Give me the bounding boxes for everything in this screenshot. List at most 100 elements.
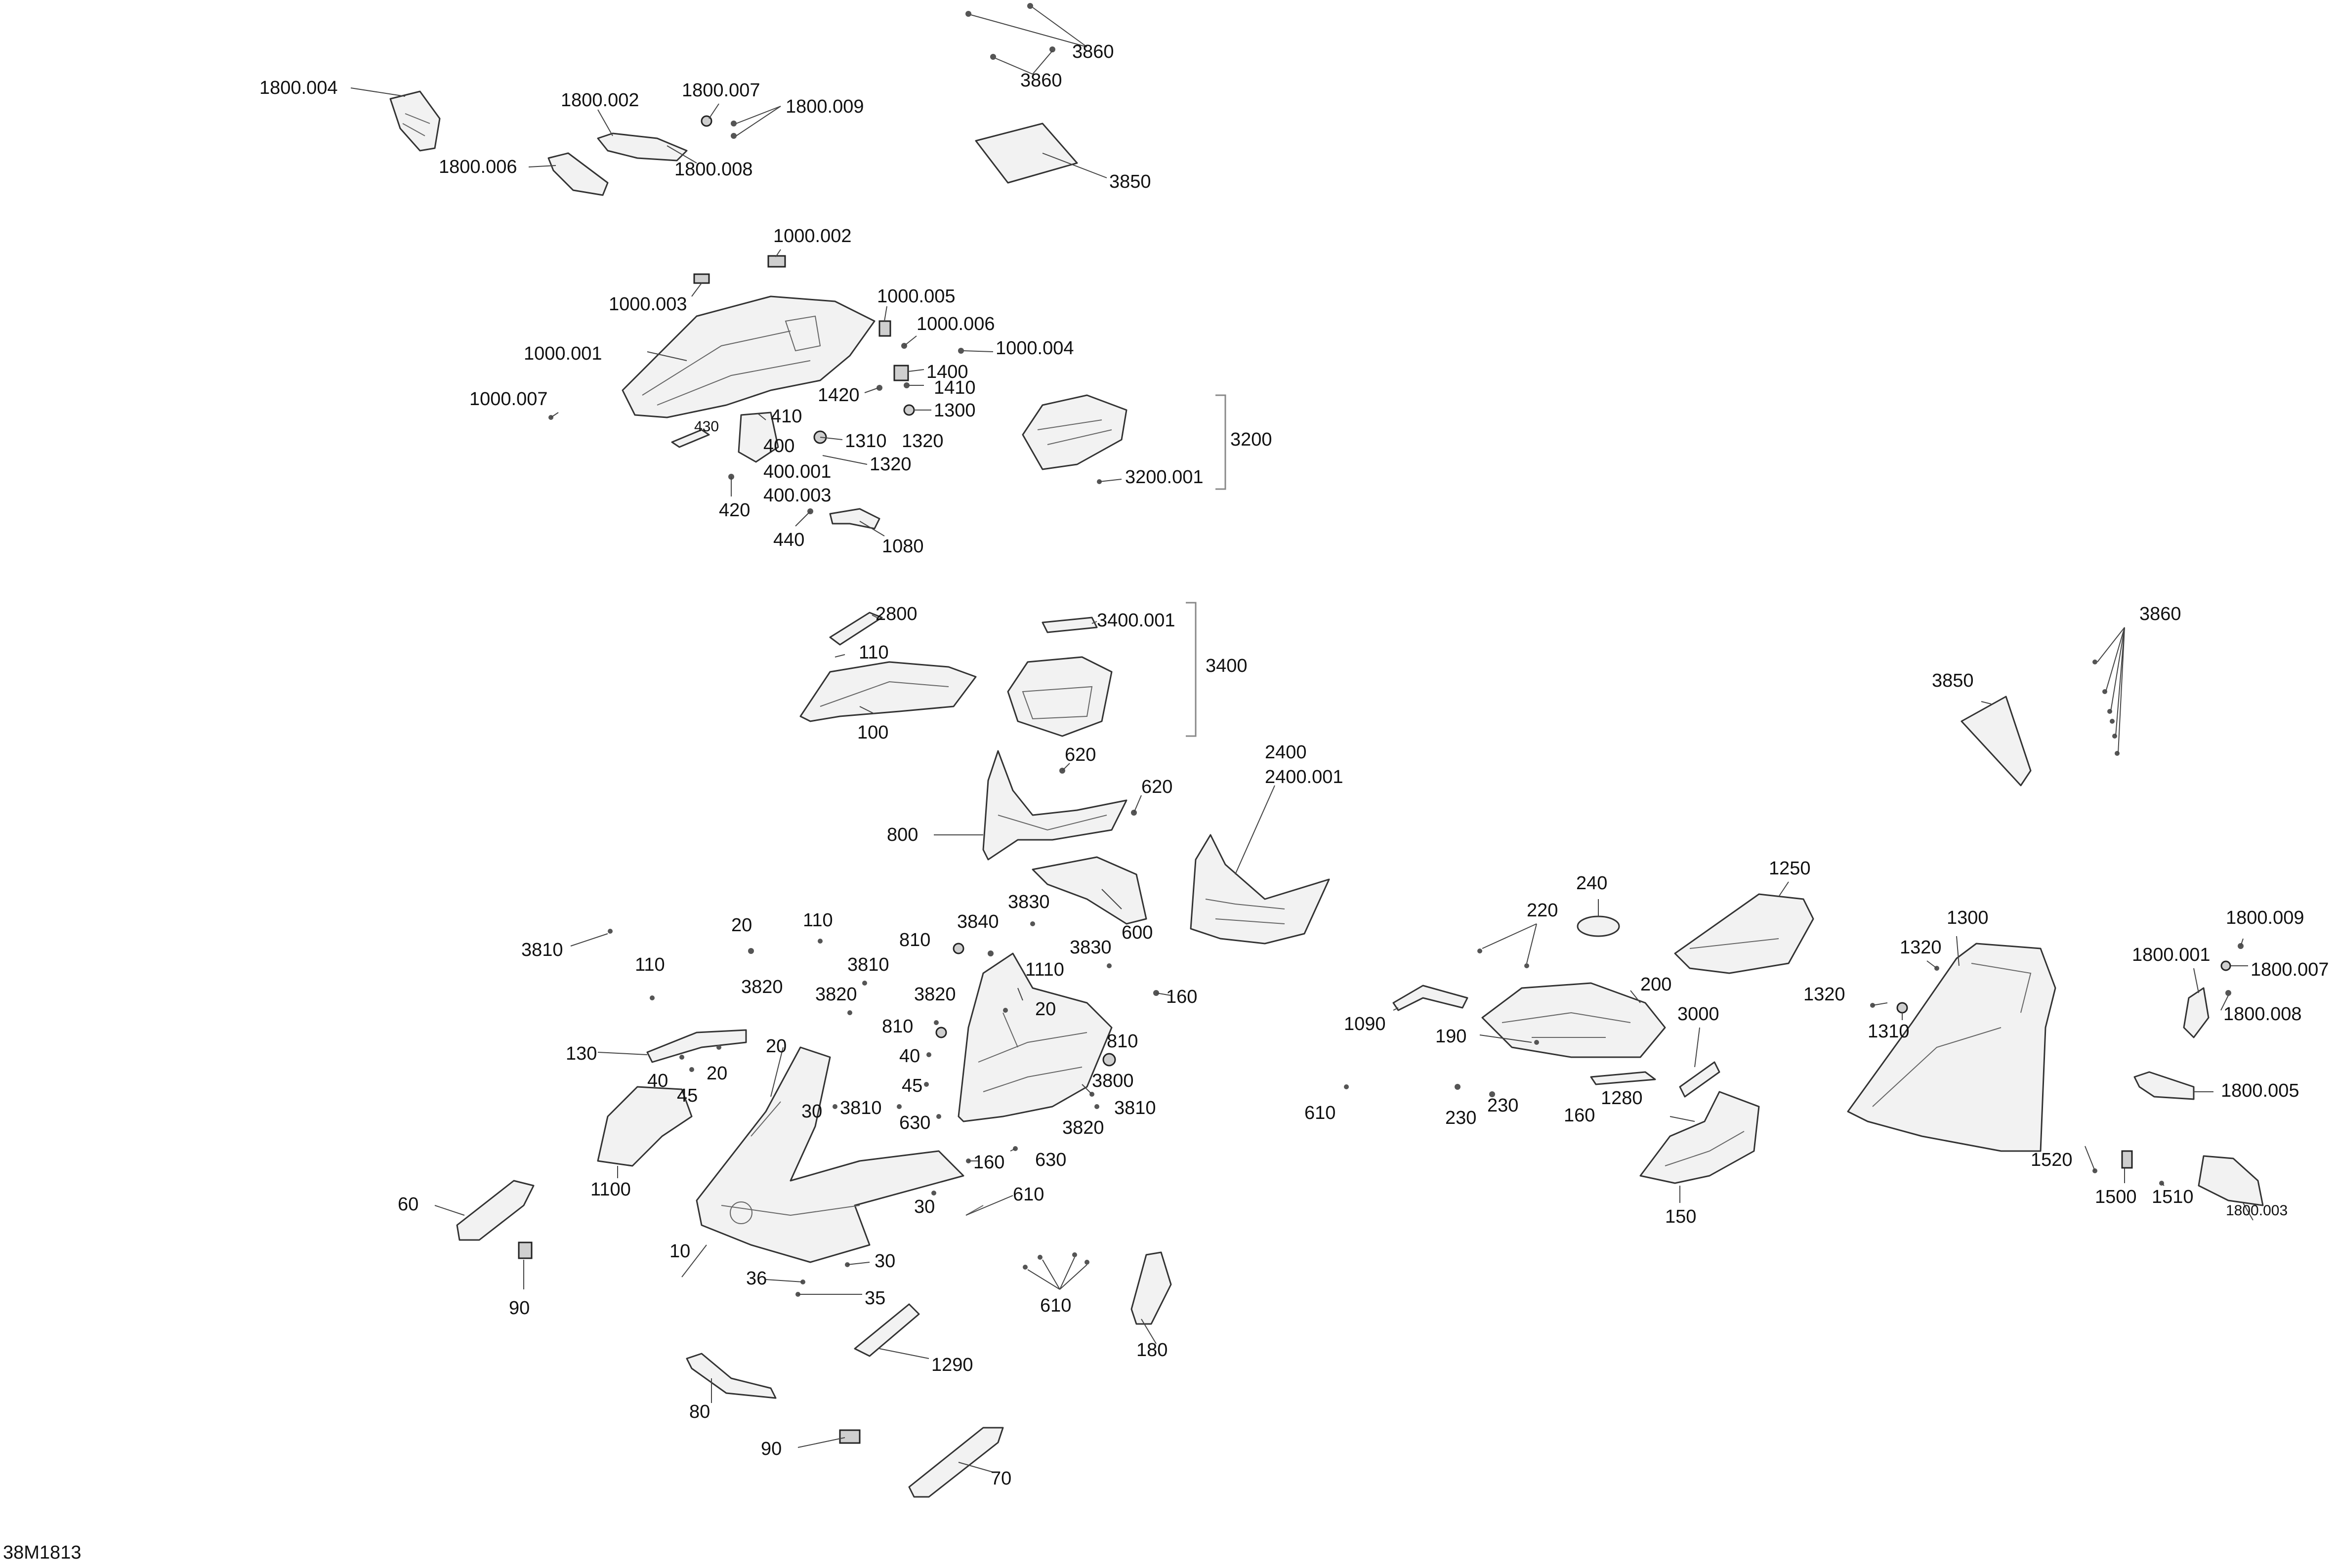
screw-3810-a [1094,1104,1099,1109]
screw-3830-a [1030,921,1035,926]
callout-3820-a: 3820 [1062,1117,1104,1138]
part-610-c [1344,1084,1349,1089]
callout-3860-a: 3860 [1072,41,1114,62]
callout-1800-002: 1800.002 [561,90,639,111]
callout-630-b: 630 [1035,1150,1066,1170]
callout-1320-b: 1320 [870,454,912,475]
box-3400 [1007,656,1113,737]
screw-1800-009 [731,121,737,126]
trim-1800-006 [547,152,609,196]
callout-610-a: 610 [1013,1184,1044,1205]
callout-1320-a: 1320 [902,431,944,452]
screw-3810-b [897,1104,902,1109]
callout-20-d: 20 [766,1036,787,1057]
screw-45-a [689,1067,694,1072]
screw-1000-004 [958,348,964,354]
callout-3860-c: 3860 [2139,604,2181,624]
fascia-1110 [958,952,1113,1122]
headlight-2400 [1190,834,1330,945]
screw-3830-b [1107,963,1112,968]
callout-3810-d: 3810 [521,940,563,960]
screw-45-b [924,1082,929,1087]
frame-200 [1481,982,1666,1058]
screw-20-a [1003,1008,1008,1013]
callout-3000: 3000 [1677,1004,1719,1025]
screw-20-b [748,948,754,954]
hood-10 [696,1046,964,1263]
part-3840 [988,950,994,956]
callout-160-a: 160 [1166,987,1197,1007]
trim-1800-003 [2198,1155,2264,1206]
callout-1800-004: 1800.004 [259,78,338,98]
callout-3830-b: 3830 [1070,937,1112,958]
callout-1320-d: 1320 [1803,984,1845,1005]
callout-1090: 1090 [1344,1014,1386,1034]
screws-3860-right [2092,660,2120,756]
clip-1000-003 [693,273,710,284]
callout-1280: 1280 [1601,1088,1643,1109]
screws-610-b [1023,1252,1089,1270]
plate-3850-right [1961,696,2032,786]
callout-810-b: 810 [882,1016,913,1037]
cover-3200 [1022,394,1127,470]
grommet-810-b [935,1027,947,1038]
callout-230-b: 230 [1487,1095,1518,1116]
callout-30-c: 30 [875,1251,895,1272]
callout-1320-c: 1320 [1900,937,1942,958]
callout-1290: 1290 [931,1355,973,1375]
part-2800 [829,612,883,646]
callout-45-a: 45 [677,1085,698,1106]
callout-3830-a: 3830 [1008,892,1050,912]
bracket-600 [1032,856,1147,925]
callout-240: 240 [1576,873,1607,894]
screw-30-a [833,1104,837,1109]
callout-3820-d: 3820 [741,977,783,997]
callout-1000-002: 1000.002 [773,226,852,247]
strip-80 [686,1353,777,1399]
callout-1800-007: 1800.007 [682,80,760,101]
callout-30-a: 30 [801,1101,822,1122]
callout-80: 80 [689,1402,710,1422]
callout-440: 440 [773,530,804,550]
callout-1800-001: 1800.001 [2132,945,2211,965]
part-1310-b [1896,1002,1908,1014]
callout-3810-b: 3810 [840,1098,882,1118]
callout-810-c: 810 [1107,1031,1138,1052]
drawing-id: 38M1813 [3,1542,81,1563]
screw-3810-d [608,929,613,934]
callout-1000-004: 1000.004 [996,338,1074,359]
screw-20-c [716,1045,721,1050]
callout-3400: 3400 [1206,656,1248,676]
leader-lines [350,7,2254,1473]
screw-230-a [1455,1084,1461,1090]
screw-110-c [650,995,655,1000]
callout-230-a: 230 [1445,1108,1476,1128]
strip-130 [646,1029,747,1063]
grommet-810-a [953,943,964,954]
trim-1800-002 [597,132,688,162]
duct-1100 [597,1086,693,1167]
callout-1250: 1250 [1769,858,1811,879]
callout-810-a: 810 [899,930,930,950]
callout-3860-b: 3860 [1020,70,1062,91]
callout-800: 800 [887,825,918,845]
grommet-810-c [1102,1053,1116,1067]
callout-1800-006: 1800.006 [439,157,517,177]
screw-110-b [818,939,823,944]
screw-190 [1534,1040,1539,1045]
callout-1000-005: 1000.005 [877,286,956,307]
callout-160-c: 160 [1564,1105,1595,1126]
callout-1310-b: 1310 [1868,1021,1910,1042]
callout-1520: 1520 [2031,1150,2073,1170]
callout-620-b: 620 [1141,777,1172,797]
callout-90-a: 90 [509,1298,530,1319]
callout-3820-c: 3820 [815,984,857,1005]
callout-110-c: 110 [635,954,665,975]
callout-1510: 1510 [2152,1187,2194,1207]
screw-30-b [931,1191,936,1196]
callout-600: 600 [1122,922,1153,943]
callout-35: 35 [865,1288,885,1309]
callout-400-001: 400.001 [763,461,831,482]
callout-1300-b: 1300 [1947,908,1989,928]
callout-10: 10 [669,1241,690,1262]
